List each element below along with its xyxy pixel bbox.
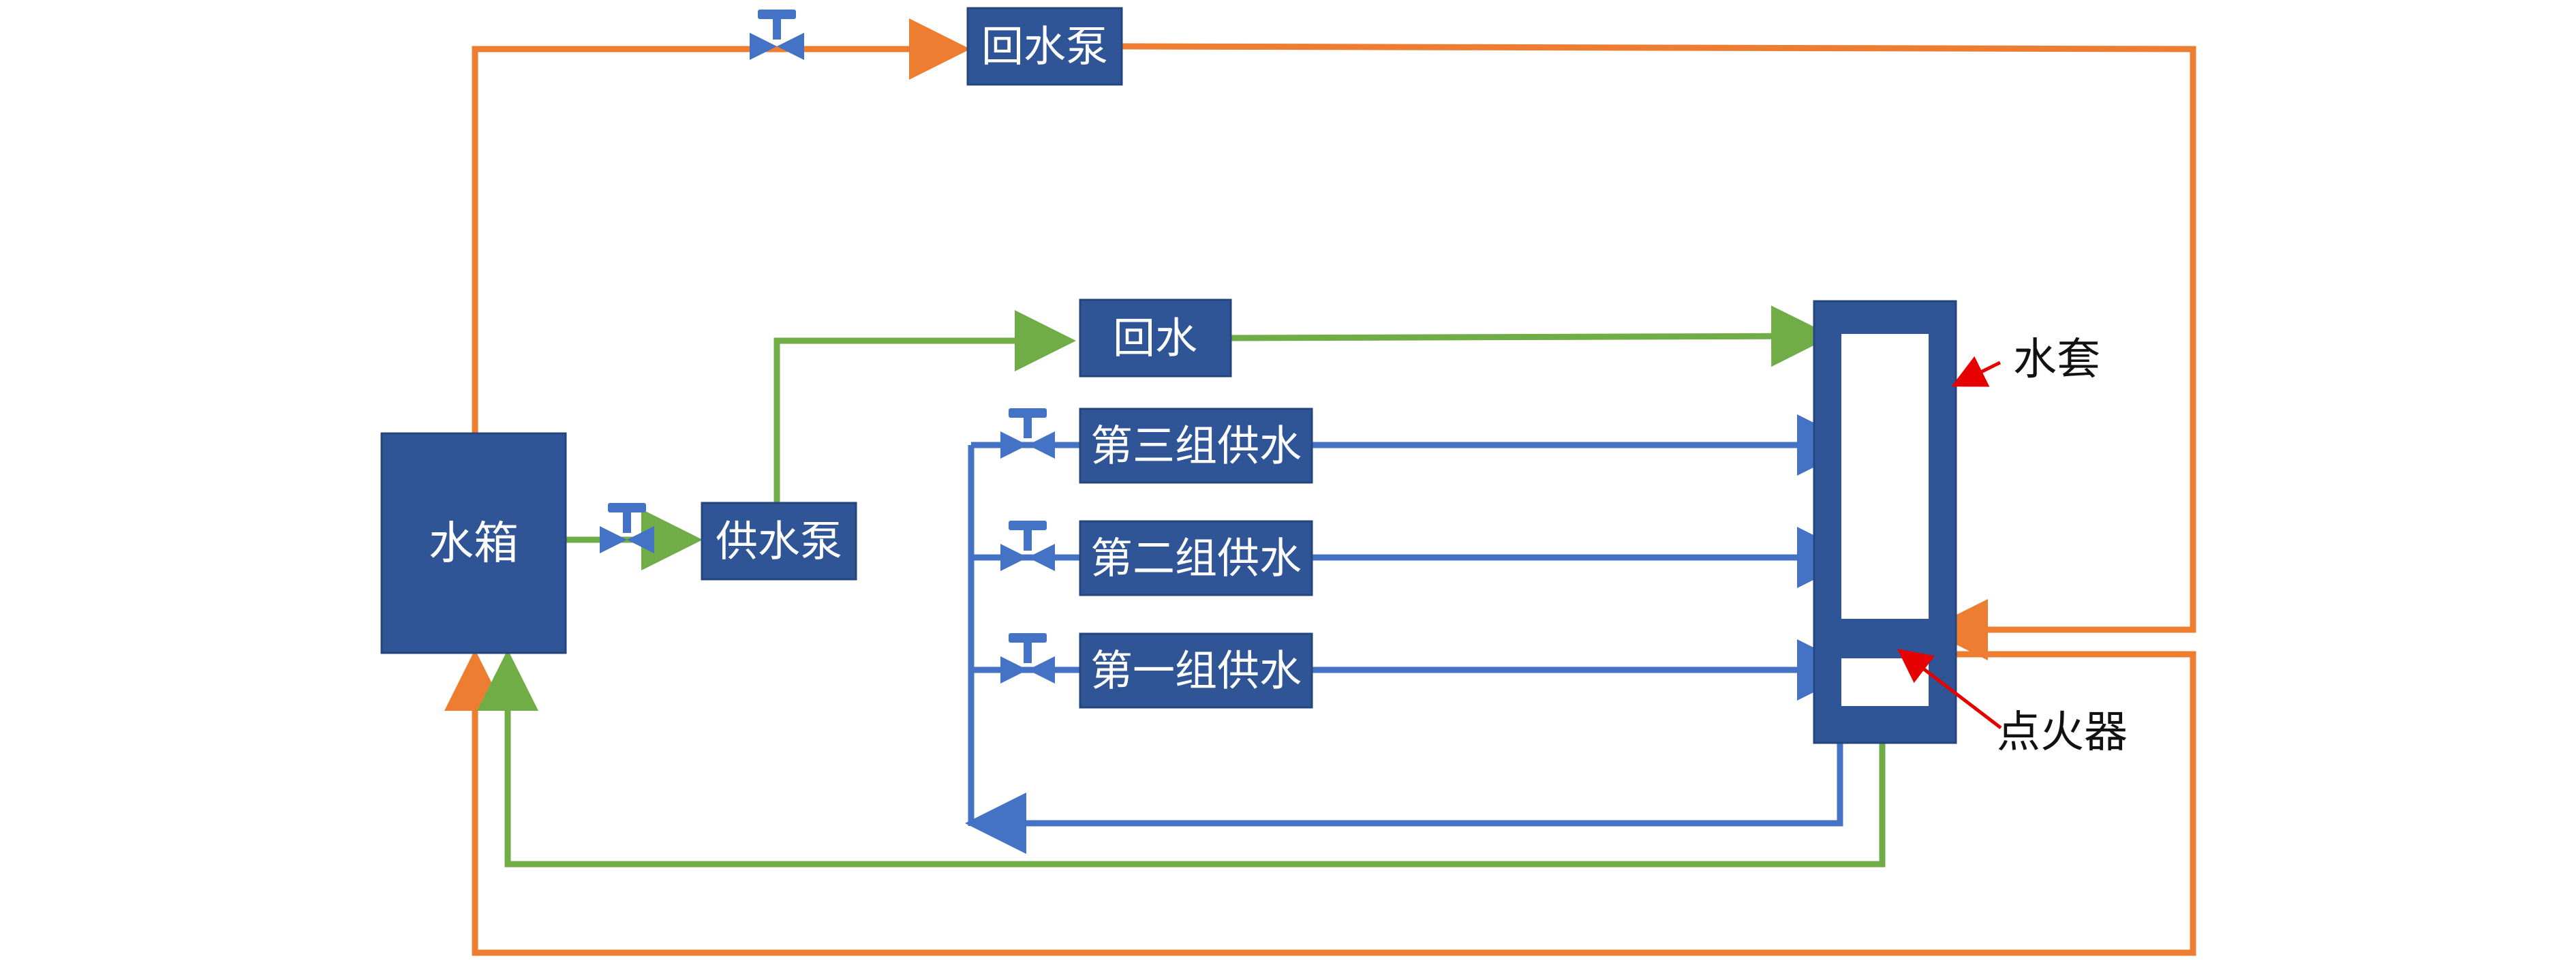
igniter-label: 点火器 [1997, 707, 2128, 758]
supply-group-1-label: 第一组供水 [1090, 646, 1302, 696]
return-water: 回水 [1079, 298, 1232, 378]
water-tank: 水箱 [380, 432, 567, 654]
supply-group-3: 第三组供水 [1079, 408, 1313, 484]
igniter-chamber [1841, 658, 1929, 706]
valve-icon[interactable] [1000, 408, 1055, 459]
water-jacket-label: 水套 [2013, 335, 2100, 385]
return-pump: 回水泵 [966, 7, 1123, 86]
valve-icon[interactable] [600, 503, 654, 553]
jacket-to-tank-green-pipe [477, 649, 1886, 868]
return-water-to-jacket-pipe [1230, 305, 1833, 367]
jacket-callout: 水套 [1951, 335, 2100, 387]
supply-group-1: 第一组供水 [1079, 632, 1313, 709]
igniter-callout: 点火器 [1897, 648, 2128, 758]
return-pump-label: 回水泵 [981, 22, 1108, 72]
water-tank-label: 水箱 [429, 517, 519, 570]
return-pipe-right [1119, 43, 2196, 660]
valve-icon[interactable] [1000, 521, 1055, 571]
valve-icon[interactable] [1000, 633, 1055, 684]
supply-group-2: 第二组供水 [1079, 520, 1313, 596]
return-pipe-bottom [444, 649, 2196, 956]
valve-icon[interactable] [750, 10, 804, 60]
supply-group-2-label: 第二组供水 [1090, 534, 1302, 583]
supply-pipes [477, 305, 1886, 868]
blue-return-loop [965, 722, 1843, 854]
jacket-inner-chamber [1841, 334, 1929, 619]
pump-to-return-water-pipe [773, 310, 1076, 517]
return-water-label: 回水 [1113, 313, 1197, 363]
supply-pump-label: 供水泵 [716, 517, 842, 566]
return-pipe-top [472, 18, 970, 433]
supply-pump: 供水泵 [701, 502, 857, 581]
supply-group-3-label: 第三组供水 [1090, 421, 1302, 471]
